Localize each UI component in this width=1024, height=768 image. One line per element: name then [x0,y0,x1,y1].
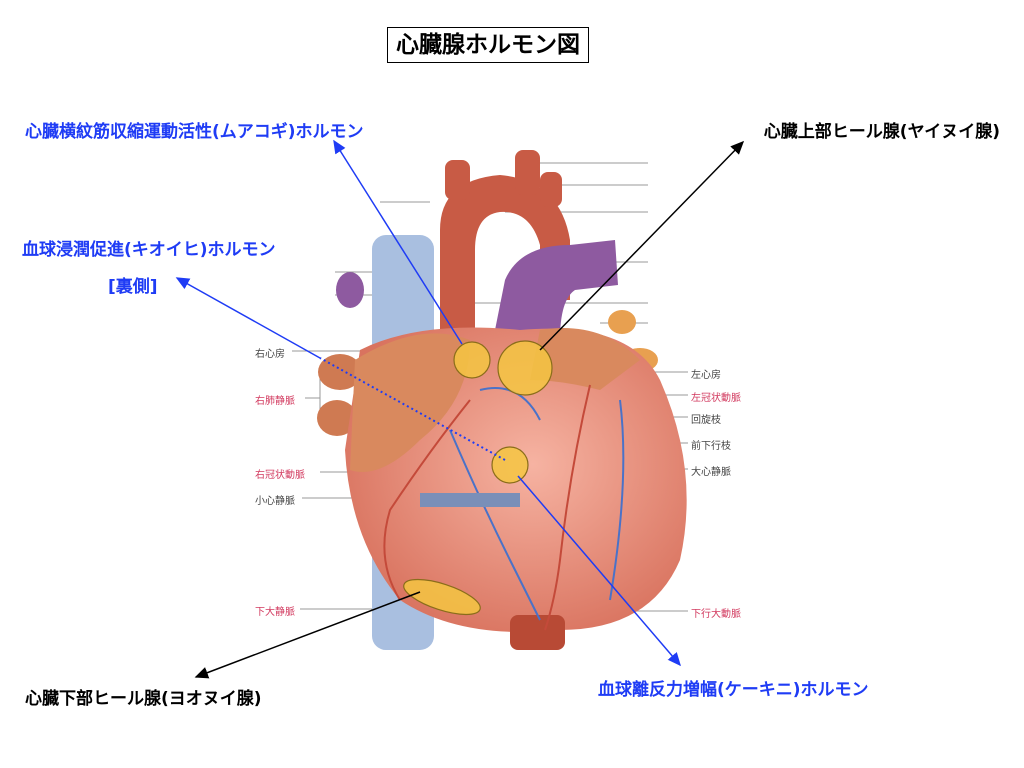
label-right-atrium: 右心房 [255,349,285,360]
arrow-kioihi [175,277,321,359]
label-left-atrium: 左心房 [691,370,721,381]
annotation-kioihi-note: [裏側] [108,277,158,297]
gland-yoonui [403,578,481,616]
label-descending-aorta: 下行大動脈 [691,609,741,620]
arrow-muakogi [333,139,463,345]
page-title: 心臓腺ホルモン図 [387,27,589,63]
annotation-yainui: 心臓上部ヒール腺(ヤイヌイ腺) [763,122,1000,142]
arrow-kekini [517,475,681,667]
arrow-yoonui [194,591,421,679]
label-left-coronary-artery: 左冠状動脈 [691,393,741,404]
label-right-coronary-artery: 右冠状動脈 [255,470,305,481]
annotation-yoonui: 心臓下部ヒール腺(ヨオヌイ腺) [25,689,262,709]
label-inferior-vena-cava: 下大静脈 [255,607,295,618]
label-small-cardiac-vein: 小心静脈 [255,496,295,507]
arrow-kioihi-dotted [319,357,506,461]
arrow-yainui [539,140,745,351]
label-great-cardiac-vein: 大心静脈 [691,467,731,478]
label-anterior-descending-branch: 前下行枝 [691,441,731,452]
gland-muakogi [453,341,491,379]
annotation-kekini: 血球離反力増幅(ケーキニ)ホルモン [598,680,869,700]
annotation-kioihi: 血球浸潤促進(キオイヒ)ホルモン [22,240,276,260]
gland-kekini [491,446,529,484]
label-right-pulmonary-vein: 右肺静脈 [255,396,295,407]
label-circumflex-branch: 回旋枝 [691,415,721,426]
gland-yainui [497,340,553,396]
annotation-muakogi: 心臓横紋筋収縮運動活性(ムアコギ)ホルモン [25,122,364,142]
